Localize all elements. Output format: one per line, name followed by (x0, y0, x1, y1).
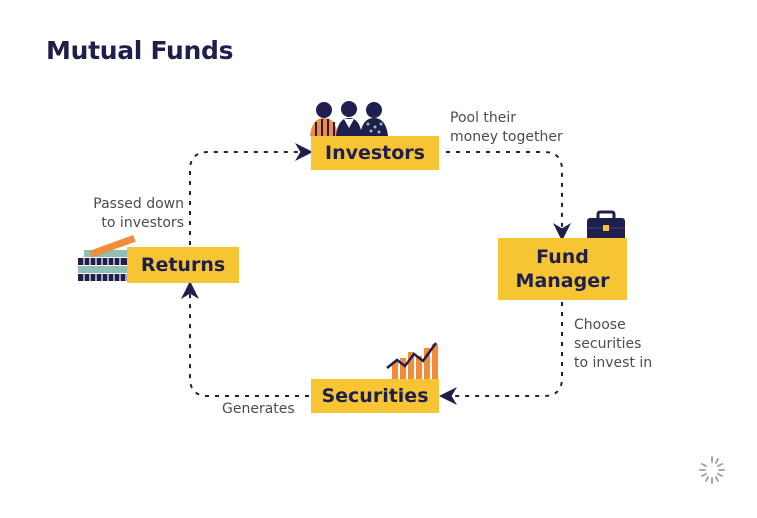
passed-down-line2: to investors (101, 215, 184, 231)
returns-node: Returns (127, 247, 239, 283)
people-icon (310, 101, 388, 136)
briefcase-icon (587, 210, 625, 244)
securities-node: Securities (311, 379, 439, 413)
choose-line1: Choose (574, 317, 626, 333)
fund-manager-label-line2: Manager (515, 270, 610, 292)
fund-manager-node: Fund Manager (498, 238, 627, 300)
investors-node: Investors (311, 136, 439, 170)
edge-manager-to-securities (439, 302, 563, 405)
pool-money-label: Pool their money together (450, 109, 563, 147)
loading-spinner-icon (699, 456, 725, 484)
investors-label: Investors (325, 142, 425, 164)
returns-label: Returns (140, 254, 226, 276)
coin-stack-icon (78, 235, 136, 281)
pool-money-line2: money together (450, 129, 563, 145)
securities-label: Securities (321, 385, 429, 407)
pool-money-line1: Pool their (450, 110, 517, 126)
edge-investors-to-manager (446, 151, 571, 241)
choose-line2: securities (574, 336, 642, 352)
passed-down-label: Passed down to investors (86, 195, 184, 233)
choose-securities-label: Choose securities to invest in (574, 316, 652, 373)
page-title: Mutual Funds (46, 36, 234, 65)
choose-line3: to invest in (574, 355, 653, 371)
passed-down-line1: Passed down (93, 196, 184, 212)
chart-icon (386, 342, 438, 379)
fund-manager-label-line1: Fund (536, 246, 589, 268)
edge-returns-to-investors (189, 143, 313, 245)
edge-securities-to-returns (181, 281, 309, 397)
generates-label: Generates (222, 401, 295, 417)
